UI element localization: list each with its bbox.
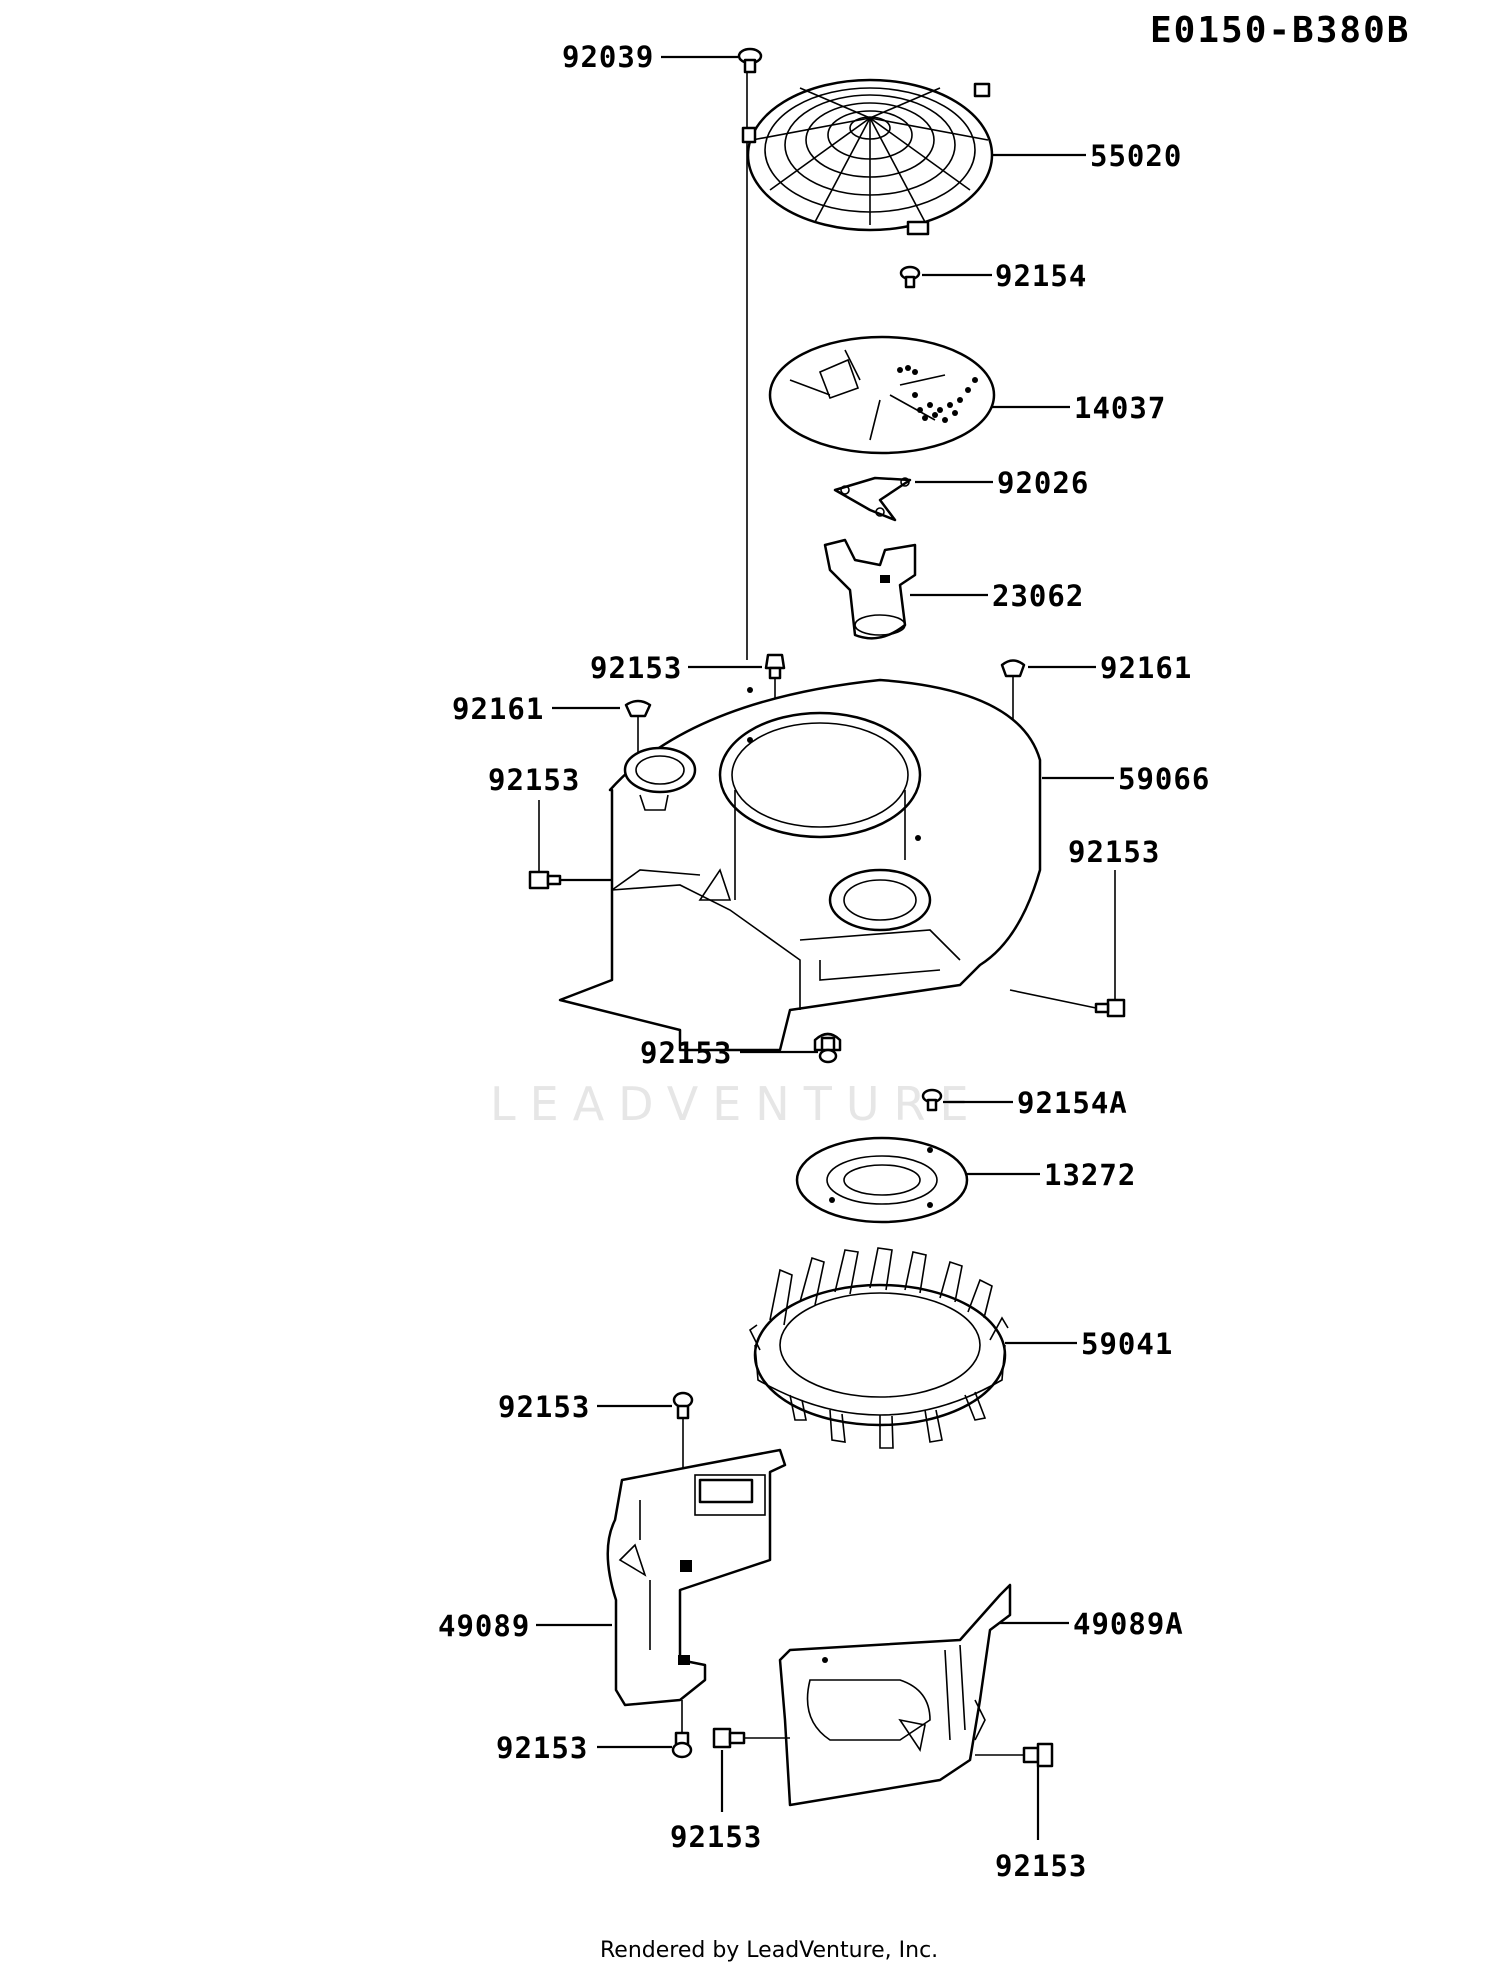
part-55020-screen[interactable]	[741, 78, 1086, 236]
part-14037-plate[interactable]	[768, 335, 1070, 455]
label-92161-right[interactable]: 92161	[1100, 651, 1192, 685]
label-55020[interactable]: 55020	[1090, 139, 1182, 173]
label-92153-e[interactable]: 92153	[498, 1390, 590, 1424]
label-92153-h[interactable]: 92153	[995, 1849, 1087, 1883]
label-92154A[interactable]: 92154A	[1017, 1086, 1128, 1120]
part-92039-screw[interactable]	[661, 47, 763, 74]
part-59041-fan[interactable]	[748, 1247, 1077, 1449]
watermark-text: LEADVENTURE	[490, 1077, 983, 1131]
part-13272-plate[interactable]	[795, 1136, 1040, 1224]
part-92153-screw-bottom[interactable]	[740, 1036, 838, 1064]
label-92153-f[interactable]: 92153	[496, 1731, 588, 1765]
label-92154[interactable]: 92154	[995, 259, 1087, 293]
label-49089[interactable]: 49089	[438, 1609, 530, 1643]
label-23062[interactable]: 23062	[992, 579, 1084, 613]
footer-credit: Rendered by LeadVenture, Inc.	[600, 1938, 938, 1963]
part-59066-shroud[interactable]	[558, 678, 1114, 1052]
part-92153-screw-49089A-right[interactable]	[975, 1742, 1054, 1840]
label-92153-a[interactable]: 92153	[590, 651, 682, 685]
label-92153-b[interactable]: 92153	[488, 763, 580, 797]
label-92153-c[interactable]: 92153	[1068, 835, 1160, 869]
label-59041[interactable]: 59041	[1081, 1327, 1173, 1361]
label-13272[interactable]: 13272	[1044, 1158, 1136, 1192]
part-49089-cover[interactable]	[536, 1448, 787, 1707]
label-92039[interactable]: 92039	[562, 40, 654, 74]
part-92153-screw-49089A-left[interactable]	[712, 1727, 790, 1812]
label-92153-d[interactable]: 92153	[640, 1036, 732, 1070]
part-92153-screw-top[interactable]	[688, 653, 786, 700]
part-92154A-screw[interactable]	[921, 1088, 1013, 1112]
label-59066[interactable]: 59066	[1118, 762, 1210, 796]
diagram-code: E0150-B380B	[1150, 10, 1410, 51]
label-14037[interactable]: 14037	[1074, 391, 1166, 425]
part-92154-screw[interactable]	[899, 265, 992, 289]
label-92161-left[interactable]: 92161	[452, 692, 544, 726]
part-92026-plate[interactable]	[833, 476, 993, 522]
part-92153-screw-49089-bottom[interactable]	[597, 1700, 693, 1759]
label-92026[interactable]: 92026	[997, 466, 1089, 500]
label-92153-g[interactable]: 92153	[670, 1820, 762, 1854]
part-92153-screw-right[interactable]	[1009, 870, 1126, 1018]
part-49089A-cover[interactable]	[778, 1583, 1069, 1807]
part-23062-bracket[interactable]	[823, 538, 988, 640]
label-49089A[interactable]: 49089A	[1073, 1607, 1184, 1641]
part-92153-screw-left[interactable]	[528, 800, 612, 890]
